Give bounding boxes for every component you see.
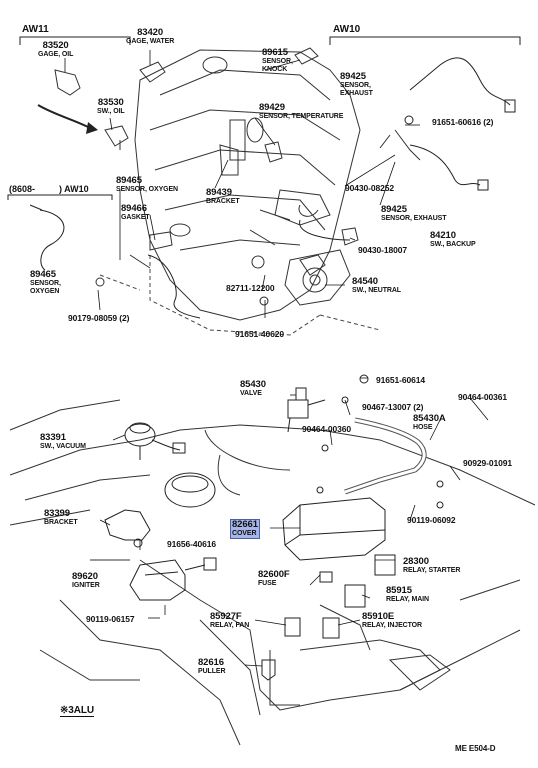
part-label-91651-40620[interactable]: 91651-40620 (235, 329, 285, 339)
part-label-90467-13007[interactable]: 90467-13007 (2) (362, 402, 424, 412)
part-label-90464-00361[interactable]: 90464-00361 (458, 392, 508, 402)
main-relay-body (344, 584, 366, 608)
vacuum-switch (124, 422, 186, 460)
part-label-90119-06092[interactable]: 90119-06092 (407, 515, 456, 525)
part-label-91651-60616[interactable]: 91651-60616 (2) (432, 117, 494, 127)
bracket-83399 (104, 509, 151, 541)
transmission (284, 249, 351, 306)
puller (261, 659, 276, 681)
aw11-bracket (19, 36, 131, 45)
arrow-icon (37, 104, 91, 129)
oxygen-sensor-left-wire (39, 209, 65, 271)
hose (344, 417, 427, 495)
part-label-91651-60614[interactable]: 91651-60614 (376, 375, 426, 385)
part-label-82711-12200[interactable]: 82711-12200 (226, 283, 275, 293)
diagram-code: ME E504-D (455, 744, 496, 753)
body-panel (9, 399, 536, 746)
starter-relay-body (374, 554, 396, 576)
part-label-90430-08252[interactable]: 90430-08252 (345, 183, 395, 193)
injector-relay-body (322, 617, 340, 639)
part-label-90430-18007[interactable]: 90430-18007 (358, 245, 408, 255)
sensor-hardware (54, 47, 421, 287)
part-label-90929-01091[interactable]: 90929-01091 (463, 458, 513, 468)
exhaust-sensor-top-wire (409, 57, 511, 106)
exhaust-sensor-mid-wire (409, 144, 481, 186)
group-label-aw11: AW11 (22, 24, 49, 35)
valve-85430 (287, 387, 326, 433)
igniter (129, 557, 217, 601)
fuse-body (319, 571, 333, 583)
group-label-aw10-left: (8608-) AW10 (9, 184, 89, 194)
part-label-90179-08059[interactable]: 90179-08059 (2) (68, 313, 130, 323)
aw10-left-bracket (7, 194, 113, 200)
bolt-symbols (133, 115, 444, 548)
part-label-91656-40616[interactable]: 91656-40616 (167, 539, 217, 549)
reservoir-tank (164, 472, 216, 508)
part-label-90119-06157[interactable]: 90119-06157 (86, 614, 135, 624)
fan-relay-body (284, 617, 301, 637)
part-label-90464-00360[interactable]: 90464-00360 (302, 424, 352, 434)
group-label-aw10-top: AW10 (333, 24, 361, 35)
aw10-top-bracket (329, 36, 521, 45)
oxygen-sensor-center-wire (147, 254, 201, 319)
footnote-3alu: ※3ALU (60, 705, 94, 717)
relay-box-cover (282, 497, 386, 561)
leader-lines (64, 50, 489, 667)
